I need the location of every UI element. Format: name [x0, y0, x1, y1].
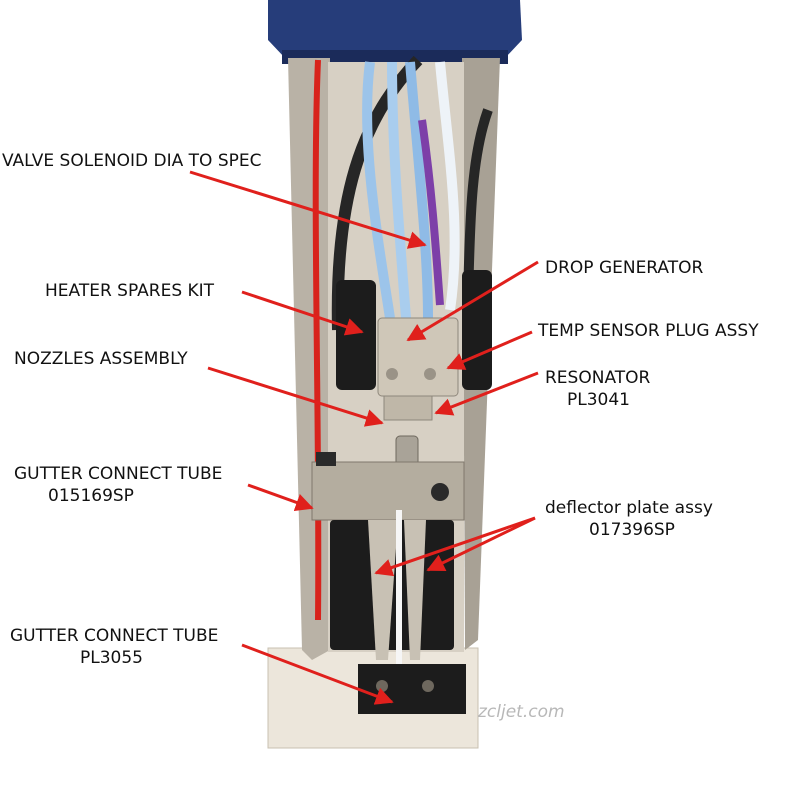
deflector-rod — [396, 510, 402, 670]
right-pad — [462, 270, 492, 390]
label-resonator-name: RESONATOR — [545, 368, 651, 388]
label-valve-solenoid: VALVE SOLENOID DIA TO SPEC — [2, 150, 262, 172]
label-nozzles-assembly-text: NOZZLES ASSEMBLY — [14, 349, 188, 369]
drop-generator-block — [377, 317, 459, 397]
blue-tube-mid — [387, 61, 411, 319]
arrow-gutter-tube-2 — [241, 643, 394, 705]
label-resonator: RESONATOR PL3041 — [545, 367, 650, 411]
resonator-block — [383, 395, 433, 421]
arrow-resonator — [434, 371, 539, 416]
top-housing — [268, 0, 522, 58]
label-deflector-code: 017396SP — [589, 520, 675, 540]
purple-tube — [418, 119, 444, 306]
screw — [386, 368, 398, 380]
label-gutter-tube-2: GUTTER CONNECT TUBE PL3055 — [10, 625, 218, 669]
label-gutter-tube-2-name: GUTTER CONNECT TUBE — [10, 626, 219, 646]
label-heater-spares: HEATER SPARES KIT — [45, 280, 214, 302]
label-resonator-code: PL3041 — [567, 390, 630, 410]
white-tube — [435, 61, 460, 311]
label-temp-sensor: TEMP SENSOR PLUG ASSY — [538, 320, 759, 342]
label-deflector: deflector plate assy 017396SP — [545, 497, 713, 541]
bottom-screw — [376, 680, 388, 692]
label-temp-sensor-text: TEMP SENSOR PLUG ASSY — [538, 321, 759, 341]
arrow-temp-sensor — [446, 330, 533, 370]
label-gutter-tube-2-code: PL3055 — [80, 648, 143, 668]
arrow-nozzles-assembly — [207, 366, 384, 427]
label-nozzles-assembly: NOZZLES ASSEMBLY — [14, 348, 188, 370]
heater-block — [336, 280, 376, 390]
blue-tube-left — [362, 61, 395, 319]
arrow-heater-spares — [241, 290, 364, 336]
blue-tube-right — [405, 61, 433, 319]
label-drop-generator: DROP GENERATOR — [545, 257, 703, 279]
bottom-screw — [422, 680, 434, 692]
arrow-gutter-tube-1 — [247, 483, 314, 511]
housing-rim — [282, 50, 508, 64]
arrow-deflector-left — [374, 516, 536, 577]
gutter-knob — [316, 452, 336, 466]
label-gutter-tube-1-name: GUTTER CONNECT TUBE — [14, 464, 223, 484]
arrow-valve-solenoid — [189, 170, 427, 249]
gutter-screw — [431, 483, 449, 501]
label-heater-spares-text: HEATER SPARES KIT — [45, 281, 215, 301]
bottom-gutter-block — [358, 664, 466, 714]
screw — [424, 368, 436, 380]
left-frame-rail — [288, 58, 330, 660]
arrow-deflector-right — [426, 516, 536, 572]
red-wire — [312, 59, 322, 621]
deflector-plate-left — [368, 520, 398, 660]
label-gutter-tube-1-code: 015169SP — [48, 486, 134, 506]
label-gutter-tube-1: GUTTER CONNECT TUBE 015169SP — [14, 463, 222, 507]
label-valve-solenoid-text: VALVE SOLENOID DIA TO SPEC — [2, 151, 262, 171]
arrow-drop-generator — [406, 260, 539, 342]
label-drop-generator-text: DROP GENERATOR — [545, 258, 704, 278]
deflector-plate-right — [404, 520, 426, 660]
watermark-text: zcljet.com — [478, 702, 565, 722]
label-deflector-name: deflector plate assy — [545, 498, 713, 518]
